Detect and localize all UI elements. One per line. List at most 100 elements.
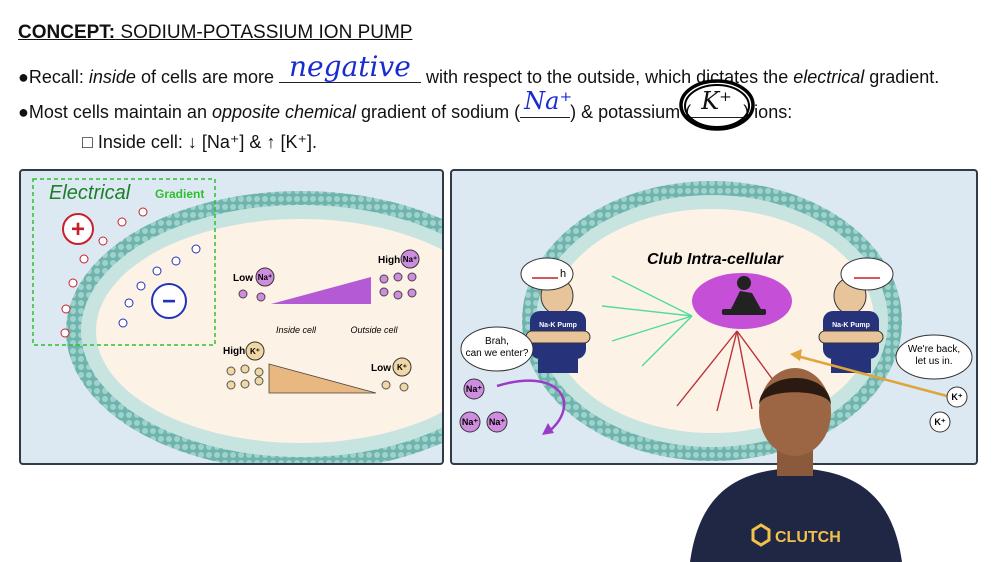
positive-ion bbox=[138, 207, 148, 217]
spotlight-beam bbox=[601, 305, 693, 317]
outside-cell-label: Outside cell bbox=[350, 325, 398, 335]
bouncer-badge-right: Na-K Pump bbox=[832, 322, 870, 329]
presenter-video: CLUTCH bbox=[690, 368, 902, 562]
na-guest-label: Na⁺ bbox=[462, 417, 479, 427]
page-title: CONCEPT: SODIUM-POTASSIUM ION PUMP bbox=[18, 22, 412, 44]
positive-ion bbox=[98, 236, 108, 246]
bubble-right-line2: let us in. bbox=[915, 356, 952, 367]
shirt-text: CLUTCH bbox=[775, 529, 841, 546]
most-text-3: ) & potassium ( bbox=[570, 102, 692, 122]
spotlight-beams-green bbox=[601, 275, 693, 367]
plus-circle bbox=[62, 213, 94, 245]
k-ion bbox=[240, 364, 250, 374]
negative-ion bbox=[136, 281, 146, 291]
electrical-annotation-box bbox=[32, 178, 216, 346]
k-badge-low bbox=[392, 357, 412, 377]
k-ion bbox=[381, 380, 391, 390]
na-guest bbox=[486, 411, 508, 433]
positive-ion bbox=[61, 304, 71, 314]
bubble-left-line1: Brah, bbox=[485, 336, 509, 347]
clutch-logo-icon bbox=[751, 523, 771, 547]
dj-icon bbox=[722, 276, 766, 315]
most-cells-line: ●Most cells maintain an opposite chemica… bbox=[18, 79, 793, 131]
na-ion bbox=[407, 272, 417, 282]
bubble-left-line2: can we enter? bbox=[466, 348, 529, 359]
dj-head bbox=[737, 276, 751, 290]
high-label-na: High bbox=[378, 255, 400, 266]
na-ion bbox=[256, 292, 266, 302]
club-analogy-panel: Club Intra-cellular Na-K Pump bbox=[450, 169, 978, 465]
na-guest-label: Na⁺ bbox=[466, 384, 483, 394]
gradient-label: Gradient bbox=[155, 187, 204, 201]
k-ion bbox=[399, 382, 409, 392]
k-ion bbox=[254, 376, 264, 386]
na-badge-low-text: Na⁺ bbox=[258, 273, 272, 282]
handwritten-negative: negative bbox=[289, 50, 411, 83]
k-entry-arrow bbox=[796, 354, 948, 398]
circled-annotation bbox=[679, 79, 755, 131]
k-ion bbox=[254, 367, 264, 377]
bouncer-arms bbox=[525, 330, 591, 344]
na-ion bbox=[238, 289, 248, 299]
low-label-k: Low bbox=[371, 363, 391, 374]
spotlight-beam bbox=[611, 275, 693, 317]
na-ion bbox=[393, 290, 403, 300]
na-gradient-triangle bbox=[271, 277, 371, 304]
inside-cell-label: Inside cell bbox=[276, 325, 317, 335]
recall-inside-word: inside bbox=[88, 67, 136, 87]
spotlight-beam bbox=[641, 315, 693, 367]
high-label-k: High bbox=[223, 346, 245, 357]
bubble-right-text: We're back,let us in. bbox=[908, 344, 960, 367]
na-guest-label: Na⁺ bbox=[489, 417, 506, 427]
na-ion bbox=[379, 287, 389, 297]
k-ion bbox=[240, 379, 250, 389]
most-text-4: ) ions: bbox=[743, 102, 793, 122]
na-ion bbox=[407, 288, 417, 298]
k-badge-high bbox=[245, 341, 265, 361]
title-text: SODIUM-POTASSIUM ION PUMP bbox=[120, 22, 413, 43]
k-gradient-triangle bbox=[268, 363, 377, 394]
na-badge-high-text: Na⁺ bbox=[403, 255, 417, 264]
bubble-right-line1: We're back, bbox=[908, 344, 960, 355]
na-ion bbox=[379, 274, 389, 284]
positive-ion bbox=[117, 217, 127, 227]
most-italic: opposite chemical bbox=[211, 102, 357, 122]
recall-line: ●Recall: inside of cells are more negati… bbox=[18, 50, 940, 88]
na-badge-low bbox=[255, 267, 275, 287]
positive-ion bbox=[79, 254, 89, 264]
positive-ions bbox=[60, 207, 148, 338]
k-guest-label: K⁺ bbox=[951, 392, 962, 402]
recall-text-1: Recall: bbox=[28, 67, 89, 87]
k-badge-high-text: K⁺ bbox=[250, 347, 260, 356]
handwritten-na: Na⁺ bbox=[524, 87, 573, 115]
negative-ions bbox=[118, 244, 201, 328]
na-ions-high bbox=[379, 272, 417, 300]
negative-ion bbox=[191, 244, 201, 254]
most-text-2: gradient of sodium ( bbox=[356, 102, 521, 122]
negative-ion bbox=[171, 256, 181, 266]
bouncer-legs bbox=[831, 359, 871, 373]
na-guests bbox=[459, 378, 508, 433]
low-label-na: Low bbox=[233, 273, 253, 284]
spotlight-beam bbox=[736, 330, 753, 410]
spotlight-beam bbox=[716, 330, 738, 412]
na-guest bbox=[459, 411, 481, 433]
positive-ion bbox=[60, 328, 70, 338]
presenter-hair bbox=[759, 377, 831, 405]
dj-body bbox=[730, 291, 762, 311]
bullet: ● bbox=[18, 67, 29, 87]
sodium-blank: Na⁺ bbox=[520, 87, 572, 118]
speech-bubble-bouncer-left bbox=[520, 257, 574, 291]
electrical-handwriting: Electrical bbox=[49, 182, 131, 204]
title-prefix: CONCEPT: bbox=[18, 22, 116, 43]
spotlight-beam bbox=[676, 330, 738, 407]
spotlight-beam bbox=[611, 315, 693, 342]
recall-electrical-word: electrical bbox=[793, 67, 865, 87]
bubble-left bbox=[460, 326, 534, 372]
k-ions-high bbox=[226, 364, 264, 390]
k-guest bbox=[946, 386, 968, 408]
potassium-blank: K⁺ bbox=[679, 79, 755, 131]
k-arrowhead bbox=[790, 349, 802, 361]
k-guest-label: K⁺ bbox=[934, 417, 945, 427]
recall-text-4: gradient. bbox=[864, 67, 940, 87]
